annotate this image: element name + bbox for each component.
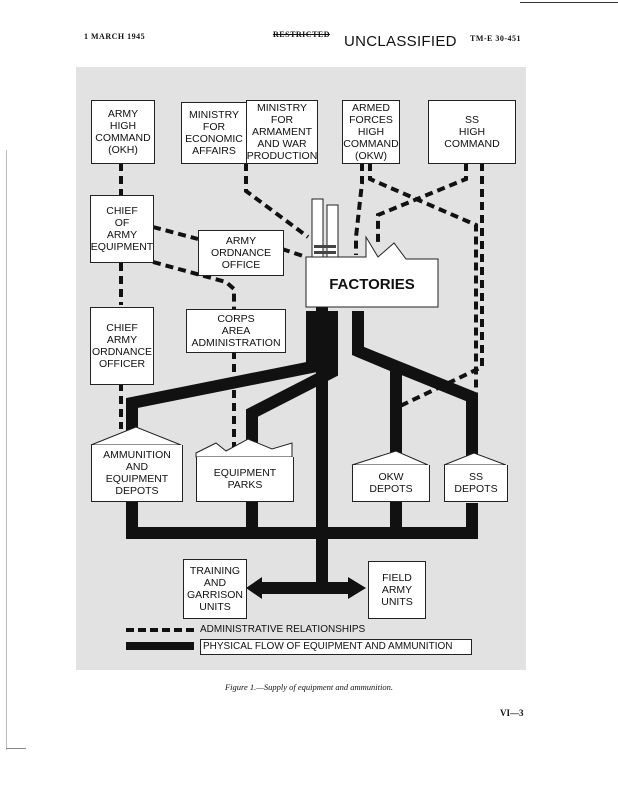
chimney-right (326, 204, 339, 260)
node-factories: FACTORIES (329, 276, 415, 293)
node-ss-high-command: SS HIGH COMMAND (428, 100, 516, 164)
roof-ss-depots (443, 452, 507, 466)
node-ammunition-depots: AMMUNITION AND EQUIPMENT DEPOTS (91, 445, 183, 502)
flow-arrowheads (246, 577, 366, 599)
flow-factories-parks (246, 311, 338, 451)
dash-okw-factories (354, 163, 364, 255)
flow-factories-okw-depots (352, 311, 402, 467)
node-corps-area-administration: CORPS AREA ADMINISTRATION (186, 309, 286, 353)
top-rule (520, 2, 618, 3)
dash-okw-ss-depots (368, 163, 478, 459)
node-chief-army-equipment: CHIEF OF ARMY EQUIPMENT (90, 195, 154, 263)
node-armed-forces-high-command: ARMED FORCES HIGH COMMAND (OKW) (342, 100, 400, 164)
left-margin-rule (6, 150, 7, 750)
diagram-connectors (90, 163, 507, 650)
flow-factories-ammo-depots (126, 311, 318, 447)
node-ministry-economic-affairs: MINISTRY FOR ECONOMIC AFFAIRS (181, 102, 247, 164)
chimney-left (311, 198, 324, 260)
dash-ordnance-office-factories (281, 247, 307, 259)
dash-ministries-factories (244, 163, 310, 239)
node-army-high-command: ARMY HIGH COMMAND (OKH) (91, 100, 155, 164)
classification-label: UNCLASSIFIED (344, 33, 457, 50)
arrow-to-field-army (348, 577, 366, 599)
physical-flow-lines (126, 307, 478, 594)
node-okw-depots: OKW DEPOTS (352, 465, 430, 502)
roof-parks (195, 438, 293, 458)
bottom-rule (6, 748, 26, 749)
supply-diagram: ARMY HIGH COMMAND (OKH) MINISTRY FOR ECO… (76, 67, 526, 670)
node-ss-depots: SS DEPOTS (444, 465, 508, 502)
legend-physical-flow-label: PHYSICAL FLOW OF EQUIPMENT AND AMMUNITIO… (200, 639, 472, 655)
flow-factories-ss-depots (355, 345, 478, 467)
node-field-army-units: FIELD ARMY UNITS (368, 561, 426, 619)
dash-ss-to-factories (376, 163, 468, 245)
figure-caption: Figure 1.—Supply of equipment and ammuni… (224, 682, 394, 692)
node-army-ordnance-office: ARMY ORDNANCE OFFICE (198, 230, 284, 276)
restricted-stamp: RESTRICTED (273, 30, 331, 39)
administrative-lines (119, 163, 484, 459)
factory-chimneys (305, 198, 439, 308)
arrow-to-training (246, 577, 262, 599)
factory-roof (305, 235, 439, 308)
dash-chief-ordnance-office (152, 225, 199, 241)
roof-okw-depots (351, 450, 429, 466)
node-training-garrison-units: TRAINING AND GARRISON UNITS (183, 559, 247, 619)
node-chief-army-ordnance-officer: CHIEF ARMY ORDNANCE OFFICER (90, 307, 154, 385)
node-ministry-armament: MINISTRY FOR ARMAMENT AND WAR PRODUCTION (246, 100, 318, 164)
manual-number: TM-E 30-451 (470, 34, 522, 43)
node-equipment-parks: EQUIPMENT PARKS (196, 457, 294, 502)
dash-chief-corps (152, 260, 236, 309)
flow-depots-collector (126, 499, 478, 539)
roof-ammo-depots (90, 426, 182, 446)
legend-administrative-label: ADMINISTRATIVE RELATIONSHIPS (200, 624, 366, 635)
header-date: 1 MARCH 1945 (84, 32, 146, 41)
page-number: VI—3 (500, 708, 524, 718)
